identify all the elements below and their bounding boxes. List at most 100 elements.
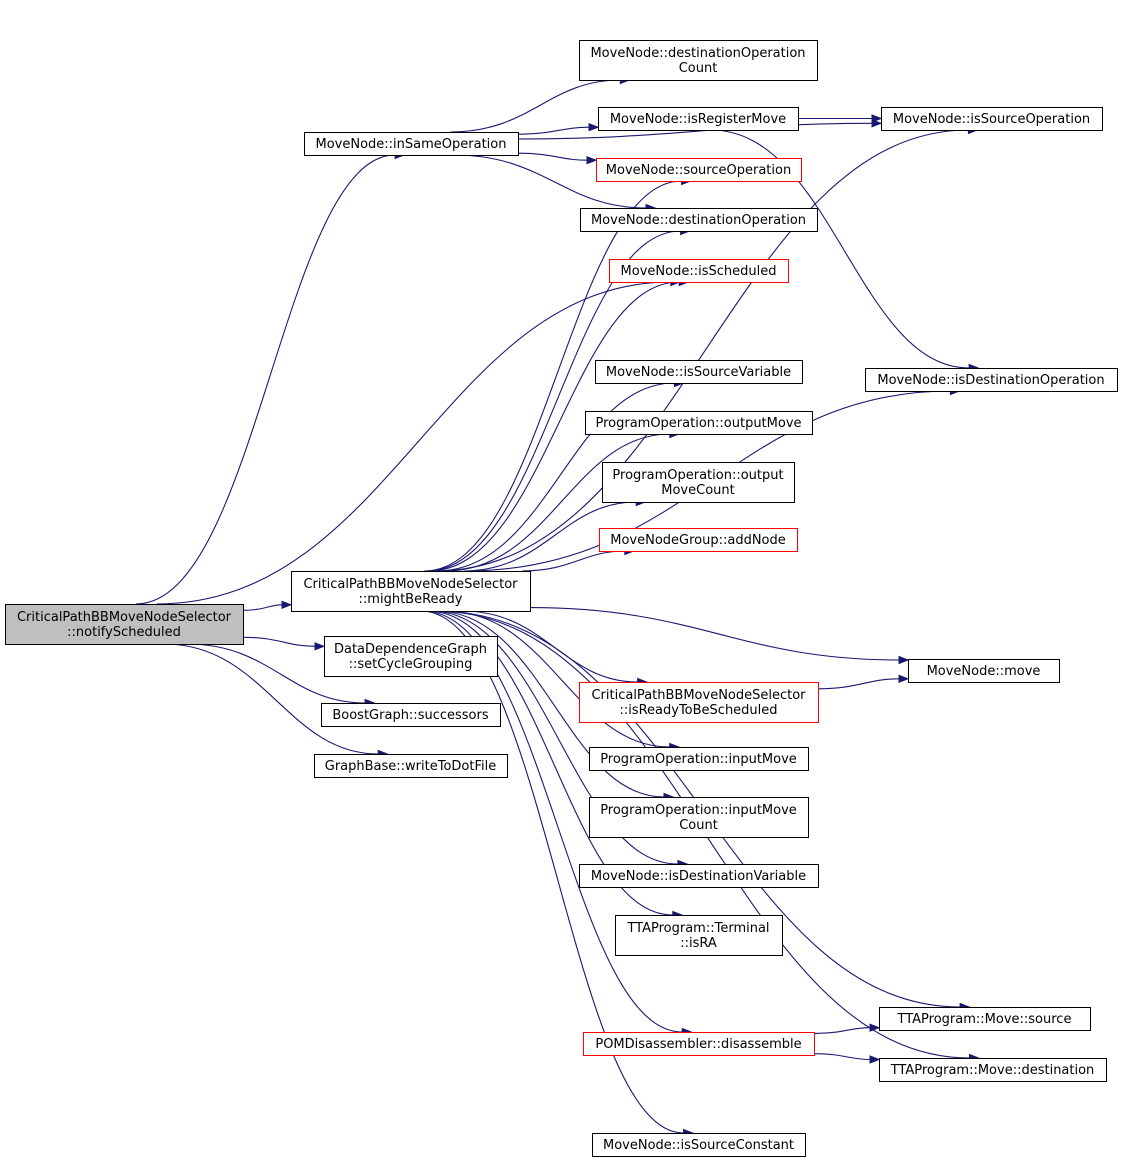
node-box [291, 571, 531, 612]
edge-line [444, 610, 670, 748]
node-isSrcOp[interactable]: MoveNode::isSourceOperation [881, 107, 1103, 131]
node-label: ProgramOperation::inputMove [600, 752, 797, 767]
node-label: MoveNode::isSourceVariable [606, 365, 791, 380]
node-isRegMove[interactable]: MoveNode::isRegisterMove [598, 107, 799, 131]
edge-line [517, 126, 590, 135]
node-label: CriticalPathBBMoveNodeSelector [17, 610, 232, 625]
node-destOp[interactable]: MoveNode::destinationOperation [580, 208, 818, 232]
node-label: CriticalPathBBMoveNodeSelector [591, 688, 806, 703]
node-box [615, 915, 783, 956]
node-label: MoveNode::move [927, 664, 1041, 679]
arrowhead-icon [586, 155, 598, 165]
edge-notify-to-inSame [135, 150, 406, 605]
node-label: Count [679, 61, 718, 76]
node-outMove[interactable]: ProgramOperation::outputMove [585, 411, 813, 435]
node-writeDot[interactable]: GraphBase::writeToDotFile [314, 754, 508, 778]
node-box [599, 528, 798, 552]
node-isReady[interactable]: CriticalPathBBMoveNodeSelector::isReadyT… [579, 682, 819, 723]
node-label: MoveNode::isSourceConstant [603, 1138, 794, 1153]
node-setCycle[interactable]: DataDependenceGraph::setCycleGrouping [324, 636, 498, 677]
edge-line [435, 610, 665, 798]
node-isRA[interactable]: TTAProgram::Terminal::isRA [615, 915, 783, 956]
edge-notify-to-isSched [156, 277, 682, 605]
node-mvDest[interactable]: TTAProgram::Move::destination [879, 1058, 1107, 1082]
edge-line [435, 129, 969, 572]
edge-line [517, 152, 588, 161]
node-successors[interactable]: BoostGraph::successors [321, 703, 501, 727]
node-addNode[interactable]: MoveNodeGroup::addNode [599, 528, 798, 552]
edge-line [450, 79, 621, 133]
arrowhead-icon [314, 642, 326, 651]
node-box [592, 1133, 806, 1157]
node-label: ::notifyScheduled [67, 625, 181, 640]
edge-line [242, 636, 316, 647]
node-inSame[interactable]: MoveNode::inSameOperation [304, 132, 519, 156]
edge-line [427, 610, 673, 916]
arrowhead-icon [869, 1023, 881, 1032]
node-label: GraphBase::writeToDotFile [325, 759, 496, 774]
node-box [585, 411, 813, 435]
node-box [304, 132, 519, 156]
node-notify[interactable]: CriticalPathBBMoveNodeSelector::notifySc… [5, 604, 244, 645]
edge-disasm-to-mvSource [813, 1023, 881, 1034]
node-label: ::isRA [680, 936, 717, 951]
edge-line [428, 281, 680, 572]
node-box [596, 158, 802, 182]
node-label: MoveCount [661, 483, 734, 498]
edge-line [242, 604, 283, 611]
node-label: MoveNode::inSameOperation [316, 137, 507, 152]
node-box [321, 703, 501, 727]
edge-line [710, 129, 970, 369]
node-mightBe[interactable]: CriticalPathBBMoveNodeSelector::mightBeR… [291, 571, 531, 612]
node-label: MoveNode::destinationOperation [591, 213, 806, 228]
node-box [595, 360, 803, 384]
node-isSrcConst[interactable]: MoveNode::isSourceConstant [592, 1133, 806, 1157]
edge-line [436, 382, 675, 572]
node-srcOp[interactable]: MoveNode::sourceOperation [596, 158, 802, 182]
edge-line [517, 122, 873, 140]
node-box [579, 864, 819, 888]
node-inMove[interactable]: ProgramOperation::inputMove [589, 747, 809, 771]
node-label: MoveNode::destinationOperation [590, 46, 805, 61]
node-label: BoostGraph::successors [332, 708, 488, 723]
node-label: MoveNode::isRegisterMove [610, 112, 786, 127]
node-box [583, 1032, 815, 1056]
node-box [579, 40, 818, 81]
edge-line [425, 230, 681, 572]
edge-isRegMove-to-isSrcOp [798, 114, 883, 123]
edges-layer [135, 75, 980, 1138]
edge-line [423, 610, 683, 1033]
node-isSched[interactable]: MoveNode::isScheduled [609, 259, 789, 283]
node-label: TTAProgram::Move::source [897, 1012, 1072, 1027]
edge-notify-to-setCycle [242, 636, 326, 651]
node-isDestVar[interactable]: MoveNode::isDestinationVariable [579, 864, 819, 888]
edge-line [430, 610, 678, 865]
node-box [865, 368, 1118, 392]
edge-mightBe-to-move [529, 607, 910, 665]
node-isSrcVar[interactable]: MoveNode::isSourceVariable [595, 360, 803, 384]
edge-line [813, 1027, 871, 1034]
node-box [908, 659, 1060, 683]
node-move[interactable]: MoveNode::move [908, 659, 1060, 683]
edge-disasm-to-mvDest [813, 1053, 881, 1064]
edge-notify-to-mightBe [242, 600, 293, 611]
node-label: MoveNode::isDestinationOperation [877, 373, 1104, 388]
node-label: ProgramOperation::inputMove [600, 803, 797, 818]
node-mvSource[interactable]: TTAProgram::Move::source [879, 1007, 1091, 1031]
node-box [881, 107, 1103, 131]
node-label: MoveNode::isDestinationVariable [591, 869, 806, 884]
node-label: DataDependenceGraph [334, 642, 487, 657]
node-label: TTAProgram::Terminal [626, 921, 769, 936]
node-disasm[interactable]: POMDisassembler::disassemble [583, 1032, 815, 1056]
node-box [598, 107, 799, 131]
node-isDestOp[interactable]: MoveNode::isDestinationOperation [865, 368, 1118, 392]
edge-line [187, 643, 366, 704]
node-label: ::setCycleGrouping [349, 657, 473, 672]
arrowhead-icon [871, 114, 883, 123]
edge-line [424, 180, 682, 572]
arrowhead-icon [898, 674, 910, 684]
